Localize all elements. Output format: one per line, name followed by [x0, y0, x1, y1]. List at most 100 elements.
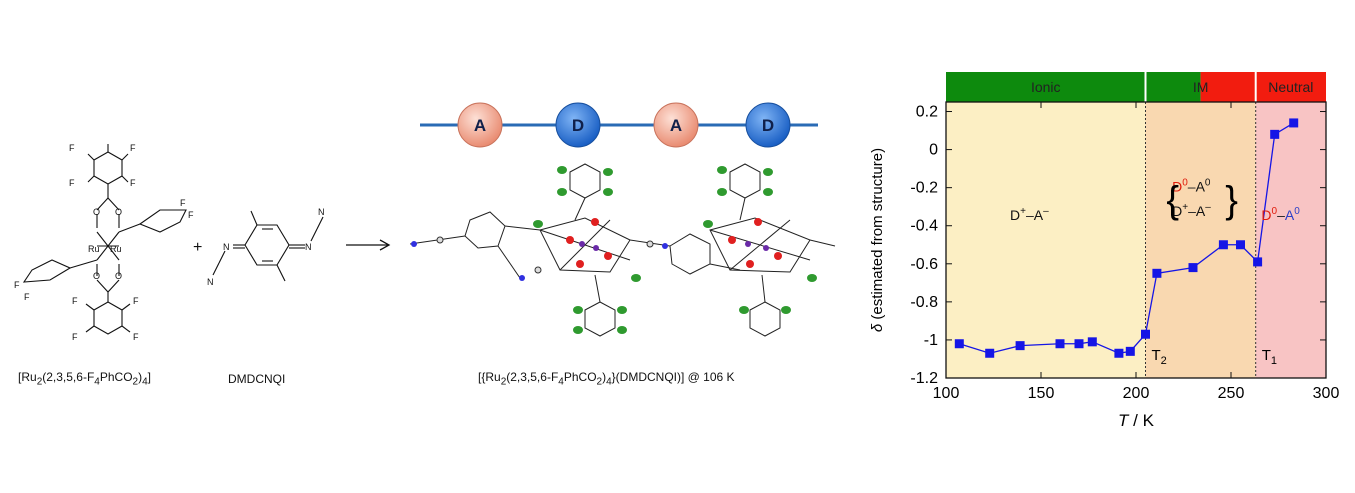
nitrogen-label: N [318, 207, 325, 217]
caption-sub: 4 [94, 376, 100, 388]
acceptor-node [653, 102, 699, 148]
transition-label: T1 [1262, 347, 1277, 367]
reaction-arrow [346, 239, 391, 251]
reactant1-caption: [Ru2(2,3,5,6-F4PhCO2)4] [18, 370, 151, 387]
chain-node-label: A [670, 116, 682, 135]
oxygen-label: O [93, 207, 100, 217]
x-tick-label: 100 [933, 385, 960, 402]
caption-part: }(DMDCNQI)] @ 106 K [611, 370, 735, 384]
region-header-label: IM [1193, 79, 1209, 95]
chain-node-label: D [762, 116, 774, 135]
caption-sub: 2 [596, 376, 603, 388]
region-header-label: Ionic [1031, 79, 1061, 95]
charge-state-label: D0–A0 [1172, 177, 1211, 194]
data-point [1152, 268, 1162, 278]
fluorine-label: F [72, 296, 78, 306]
fluorine-label: F [133, 296, 139, 306]
nitrogen-label: N [223, 242, 230, 252]
data-point [1125, 346, 1135, 356]
data-point [1055, 339, 1065, 349]
brace-left: { [1166, 179, 1179, 221]
data-point [1015, 341, 1025, 351]
data-point [1114, 348, 1124, 358]
y-tick-label: -0.6 [910, 256, 938, 273]
plus-sign: + [193, 239, 203, 256]
caption-part: ) [138, 370, 143, 384]
data-point [1218, 240, 1228, 250]
caption-part: ) [602, 370, 607, 384]
y-axis-label: δ (estimated from structure) [869, 148, 886, 332]
fluorine-label: F [69, 178, 75, 188]
data-point [1270, 129, 1280, 139]
caption-part: (2,3,5,6-F [506, 370, 559, 384]
caption-sub: 4 [142, 376, 148, 388]
y-tick-label: -0.8 [910, 294, 938, 311]
data-point [1141, 329, 1150, 339]
data-point [1289, 118, 1299, 128]
data-point [1236, 240, 1245, 250]
caption-sub: 4 [606, 376, 612, 388]
region-header-label: Neutral [1268, 79, 1313, 95]
fluorine-label: F [133, 332, 139, 342]
region-shading [1255, 102, 1326, 378]
crystal-structure-image [410, 163, 836, 337]
fluorine-label: F [130, 143, 136, 153]
product-caption: [{Ru2(2,3,5,6-F4PhCO2)4}(DMDCNQI)] @ 106… [478, 370, 735, 387]
donor-node [745, 102, 791, 148]
caption-sub: 2 [132, 376, 139, 388]
region-header-bar [1145, 72, 1201, 102]
fluorine-label: F [24, 292, 30, 302]
nitrogen-label: N [305, 242, 312, 252]
caption-part: ] [147, 370, 151, 384]
charge-state-label: D+–A– [1010, 206, 1049, 223]
y-tick-label: 0.2 [916, 104, 938, 121]
caption-sub: 2 [500, 376, 507, 388]
x-tick-label: 300 [1313, 385, 1340, 402]
series-line [959, 122, 1295, 354]
delta-vs-temperature-chart: Ionic IM Neutral T2 T1 100 150 200 250 300 0.2 0… [869, 72, 1340, 430]
x-tick-label: 200 [1123, 385, 1150, 402]
transition-label: T2 [1152, 347, 1167, 367]
region-shading [1145, 102, 1256, 378]
reactant2-caption: DMDCNQI [228, 372, 286, 386]
region-header-bar [946, 72, 1146, 102]
fluorine-label: F [130, 178, 136, 188]
y-tick-label: 0 [929, 142, 938, 159]
x-tick-label: 150 [1028, 385, 1055, 402]
fluorine-label: F [72, 332, 78, 342]
fluorine-label: F [180, 198, 186, 208]
caption-part: PhCO [99, 370, 133, 384]
fluorine-label: F [69, 143, 75, 153]
brace-right: } [1225, 179, 1238, 221]
fluorine-label: F [14, 280, 20, 290]
fluorine-label: F [188, 210, 194, 220]
acceptor-node [457, 102, 503, 148]
data-point [1188, 263, 1198, 273]
y-tick-label: -1 [924, 332, 938, 349]
caption-part: [{Ru [478, 370, 501, 384]
ru2-paddlewheel-structure: F F F F O O Ru Ru O O F F F F F F F F [14, 143, 194, 342]
data-point [954, 339, 964, 349]
y-tick-label: -1.2 [910, 370, 938, 387]
data-point [985, 348, 995, 358]
nitrogen-label: N [207, 277, 214, 287]
x-tick-label: 250 [1218, 385, 1245, 402]
y-tick-label: -0.4 [910, 218, 938, 235]
oxygen-label: O [93, 271, 100, 281]
data-point [1087, 337, 1097, 347]
region-shading [946, 102, 1146, 378]
charge-state-label: D+–A– [1172, 202, 1211, 219]
donor-node [555, 102, 601, 148]
caption-sub: 2 [36, 376, 43, 388]
y-tick-label: -0.2 [910, 180, 938, 197]
ruthenium-label: Ru [110, 244, 122, 254]
chain-node-label: A [474, 116, 486, 135]
region-header-bar [1200, 72, 1256, 102]
charge-state-label: D0–A0 [1261, 206, 1300, 223]
caption-part: [Ru [18, 370, 37, 384]
chain-node-label: D [572, 116, 584, 135]
caption-part: PhCO [563, 370, 597, 384]
oxygen-label: O [115, 271, 122, 281]
data-point [1253, 257, 1263, 267]
